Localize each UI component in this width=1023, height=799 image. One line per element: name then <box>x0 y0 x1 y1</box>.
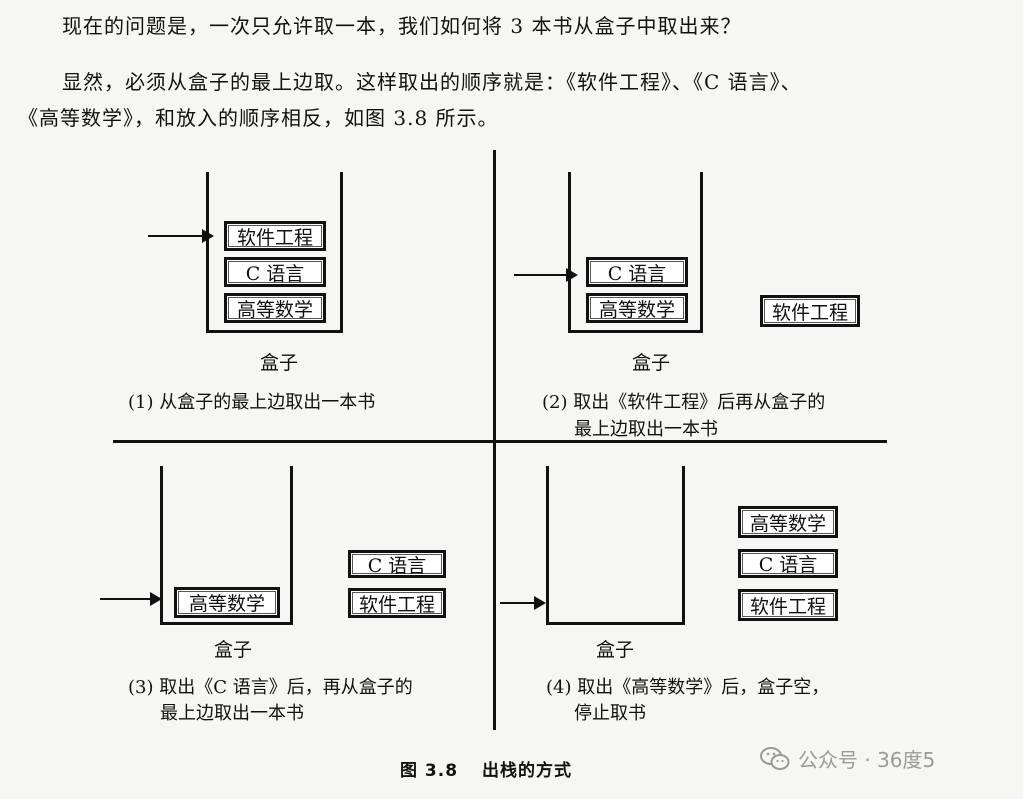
watermark-text: 公众号 · 36度5 <box>798 748 936 772</box>
book-software-engineering: 软件工程 <box>760 295 860 327</box>
paragraph-line-1: 现在的问题是，一次只允许取一本，我们如何将 3 本书从盒子中取出来？ <box>62 14 742 38</box>
watermark: 公众号 · 36度5 <box>760 744 935 773</box>
book-software-engineering: 软件工程 <box>348 588 446 618</box>
figure-number: 图 3.8 <box>400 761 459 781</box>
paragraph-line-2: 显然，必须从盒子的最上边取。这样取出的顺序就是：《软件工程》、《C 语言》、 <box>62 70 802 94</box>
book-c-language: C 语言 <box>348 550 446 578</box>
book-advanced-math: 高等数学 <box>174 587 280 618</box>
panel-caption: (3) 取出《C 语言》后，再从盒子的 <box>128 677 413 698</box>
book-advanced-math: 高等数学 <box>738 506 838 538</box>
arrow-icon <box>148 229 214 243</box>
panel-caption-line-2: 停止取书 <box>574 703 646 724</box>
book-advanced-math: 高等数学 <box>586 293 688 323</box>
book-c-language: C 语言 <box>224 257 326 287</box>
book-software-engineering: 软件工程 <box>224 221 326 251</box>
box-container <box>160 466 293 625</box>
arrow-icon <box>100 592 162 606</box>
arrow-icon <box>514 268 578 282</box>
book-c-language: C 语言 <box>586 257 688 287</box>
panel-caption: (2) 取出《软件工程》后再从盒子的 <box>542 392 826 413</box>
book-advanced-math: 高等数学 <box>224 293 326 323</box>
wechat-icon <box>760 746 790 770</box>
box-label: 盒子 <box>596 639 635 661</box>
book-software-engineering: 软件工程 <box>738 589 838 621</box>
book-c-language: C 语言 <box>738 549 838 578</box>
panel-caption: (4) 取出《高等数学》后，盒子空， <box>546 677 830 698</box>
panel-caption-line-2: 最上边取出一本书 <box>160 703 304 724</box>
box-container <box>568 172 703 333</box>
panel-caption-line-2: 最上边取出一本书 <box>574 419 718 440</box>
paragraph-line-3: 《高等数学》，和放入的顺序相反，如图 3.8 所示。 <box>18 106 499 130</box>
box-label: 盒子 <box>632 352 671 374</box>
box-container <box>546 466 685 625</box>
box-label: 盒子 <box>260 352 299 374</box>
panel-caption: (1) 从盒子的最上边取出一本书 <box>128 392 376 413</box>
figure-horizontal-divider <box>113 440 887 443</box>
figure-title: 出栈的方式 <box>482 761 573 781</box>
box-container <box>206 172 343 333</box>
box-label: 盒子 <box>214 639 253 661</box>
figure-caption: 图 3.8 出栈的方式 <box>400 756 572 781</box>
arrow-icon <box>500 596 546 610</box>
